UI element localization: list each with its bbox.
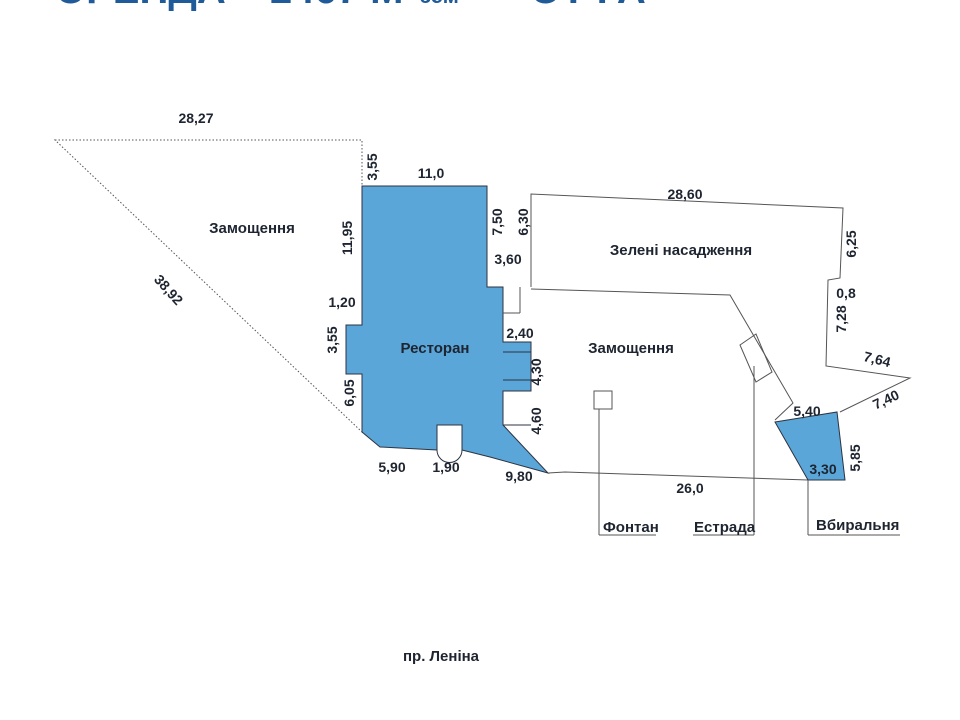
title-area-sub: зем (420, 0, 459, 8)
restroom-building (774, 411, 846, 481)
stage-shape (739, 333, 773, 383)
label-stage: Естрада (694, 519, 756, 536)
dim-5-85: 5,85 (847, 444, 863, 471)
dim-3-60: 3,60 (494, 251, 521, 267)
dim-6-05: 6,05 (341, 379, 357, 406)
dim-4-30: 4,30 (528, 358, 544, 385)
dim-0-8: 0,8 (836, 285, 856, 301)
dim-6-25: 6,25 (843, 230, 859, 257)
label-street: пр. Леніна (403, 648, 480, 665)
center-paving-bottom (547, 471, 809, 481)
dim-11-95: 11,95 (339, 221, 355, 255)
title-left: ОРЕНДА (55, 0, 226, 12)
label-restroom: Вбиральня (816, 517, 899, 534)
dim-top-left: 28,27 (178, 110, 213, 126)
dim-26-0: 26,0 (676, 480, 703, 496)
dim-7-28: 7,28 (833, 305, 849, 332)
dim-5-40: 5,40 (793, 403, 820, 419)
label-greenery: Зелені насадження (610, 242, 752, 259)
label-restaurant: Ресторан (401, 340, 470, 357)
dim-4-60: 4,60 (528, 407, 544, 434)
dim-diagonal: 38,92 (151, 271, 186, 308)
dim-1-20: 1,20 (328, 294, 355, 310)
dim-7-64: 7,64 (862, 348, 893, 370)
label-fountain: Фонтан (603, 519, 659, 536)
dim-5-90: 5,90 (378, 459, 405, 475)
dim-7-40: 7,40 (870, 386, 902, 412)
header-title: ОРЕНДА 2467 М зем ОТ ГА (55, 0, 646, 12)
dim-11-0: 11,0 (418, 165, 445, 181)
dim-7-50: 7,50 (489, 208, 505, 235)
center-paving-boundary (530, 288, 794, 421)
dim-3-30: 3,30 (809, 461, 836, 477)
left-paving-boundary (53, 139, 363, 434)
greenery-boundary (530, 193, 912, 413)
dim-2-40: 2,40 (506, 325, 533, 341)
fountain-shape (593, 390, 613, 410)
restaurant-inner-lines (502, 287, 531, 426)
dim-28-60: 28,60 (667, 186, 702, 202)
dim-6-30: 6,30 (515, 208, 531, 235)
label-paving-left: Замощення (209, 220, 295, 237)
dim-3-55-mid: 3,55 (324, 326, 340, 353)
label-paving-center: Замощення (588, 340, 674, 357)
restaurant-entrance (436, 424, 463, 463)
title-area: 2467 М (270, 0, 403, 12)
title-right: ОТ ГА (530, 0, 646, 12)
dim-9-80: 9,80 (505, 468, 532, 484)
dim-3-55-top: 3,55 (364, 153, 380, 180)
dim-1-90: 1,90 (432, 459, 459, 475)
